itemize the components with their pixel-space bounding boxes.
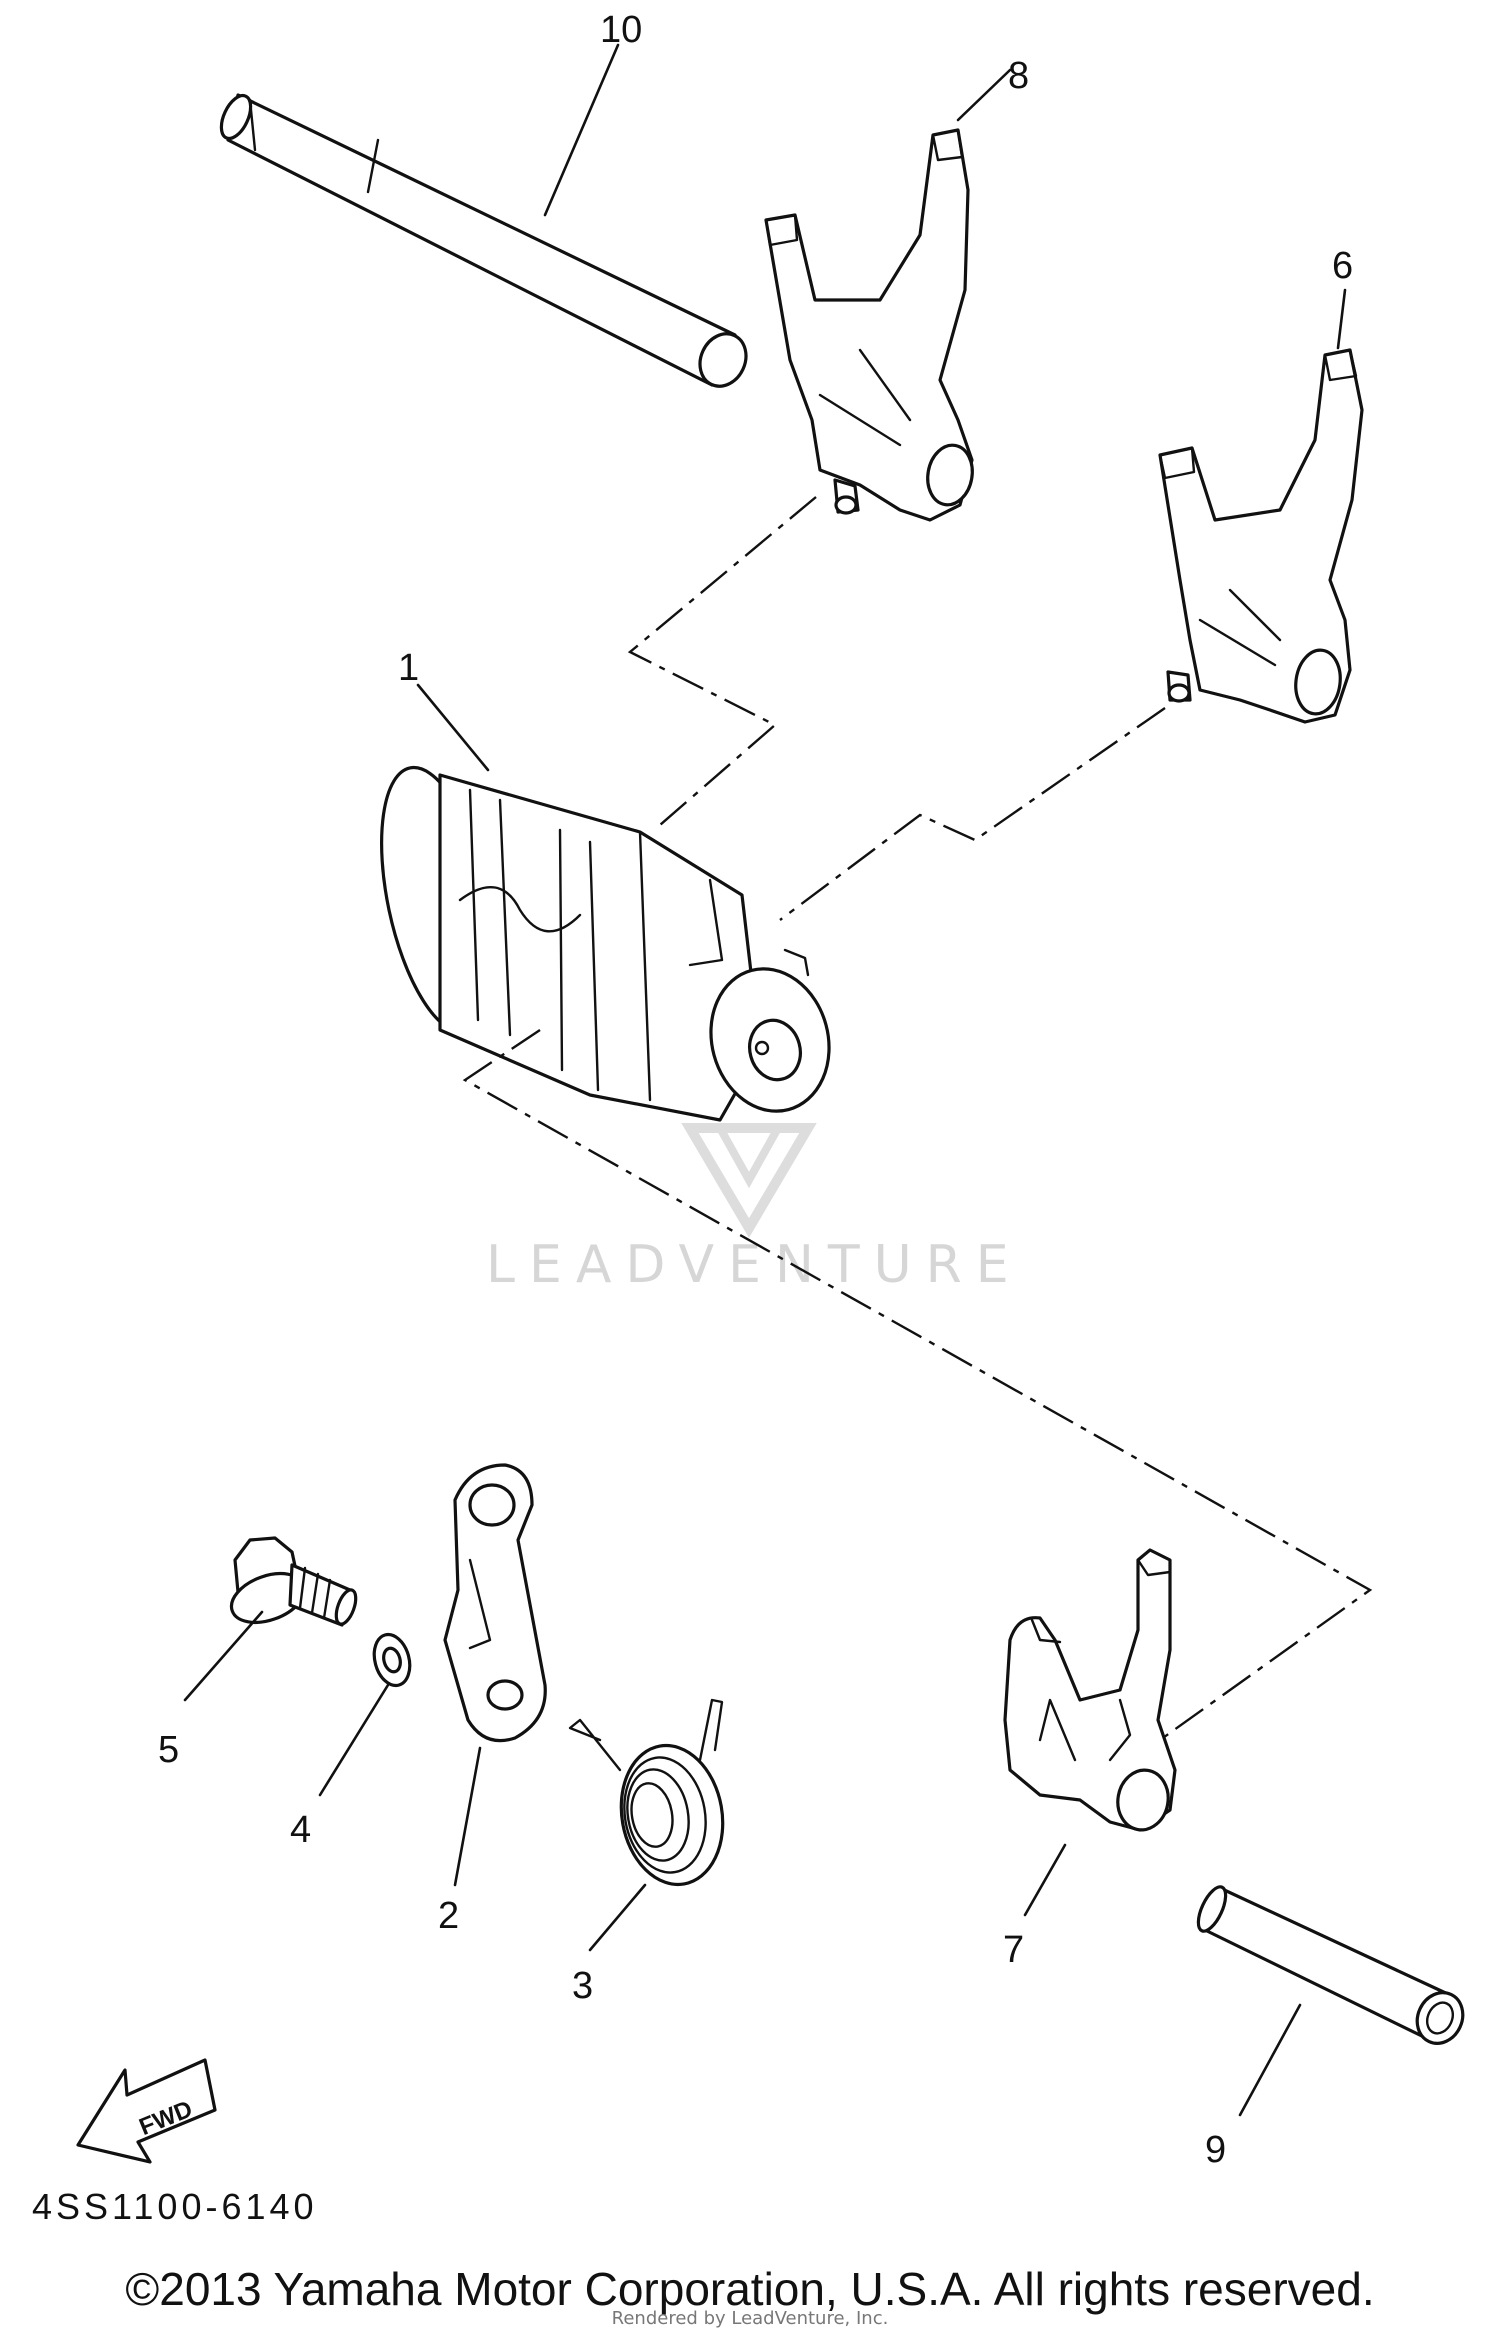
part-3-spring[interactable] bbox=[568, 1698, 733, 1893]
part-1-shift-drum[interactable] bbox=[361, 758, 845, 1125]
part-9-guide-bar[interactable] bbox=[1193, 1883, 1471, 2051]
callout-1[interactable]: 1 bbox=[398, 647, 419, 689]
part-8-shift-fork[interactable] bbox=[764, 128, 977, 522]
fwd-arrow-icon: FWD bbox=[76, 2058, 217, 2164]
callout-7[interactable]: 7 bbox=[1003, 1929, 1024, 1971]
part-2-stopper-lever[interactable] bbox=[443, 1463, 547, 1743]
callout-numbers: 10 8 6 1 5 4 2 3 7 9 bbox=[158, 9, 1353, 2171]
part-4-washer[interactable] bbox=[369, 1630, 415, 1689]
assembly-lines bbox=[462, 496, 1373, 1741]
diagram-code: 4SS1100-6140 bbox=[32, 2186, 318, 2227]
callout-8[interactable]: 8 bbox=[1008, 55, 1029, 97]
leader-lines bbox=[183, 43, 1347, 2117]
callout-5[interactable]: 5 bbox=[158, 1729, 179, 1771]
part-7-shift-fork[interactable] bbox=[1003, 1548, 1177, 1834]
callout-10[interactable]: 10 bbox=[600, 9, 642, 51]
callout-6[interactable]: 6 bbox=[1332, 245, 1353, 287]
watermark-text: LEADVENTURE bbox=[486, 1235, 1023, 1295]
part-6-shift-fork[interactable] bbox=[1158, 348, 1364, 724]
callout-2[interactable]: 2 bbox=[438, 1895, 459, 1937]
callout-9[interactable]: 9 bbox=[1205, 2129, 1226, 2171]
callout-4[interactable]: 4 bbox=[290, 1809, 311, 1851]
part-10-shift-fork-shaft[interactable] bbox=[215, 91, 754, 394]
callout-3[interactable]: 3 bbox=[572, 1965, 593, 2007]
rendered-by-credit: Rendered by LeadVenture, Inc. bbox=[611, 2308, 889, 2329]
part-5-bolt[interactable] bbox=[225, 1536, 360, 1632]
copyright-notice: ©2013 Yamaha Motor Corporation, U.S.A. A… bbox=[125, 2263, 1375, 2315]
watermark-logo: LEADVENTURE bbox=[486, 1123, 1023, 1295]
